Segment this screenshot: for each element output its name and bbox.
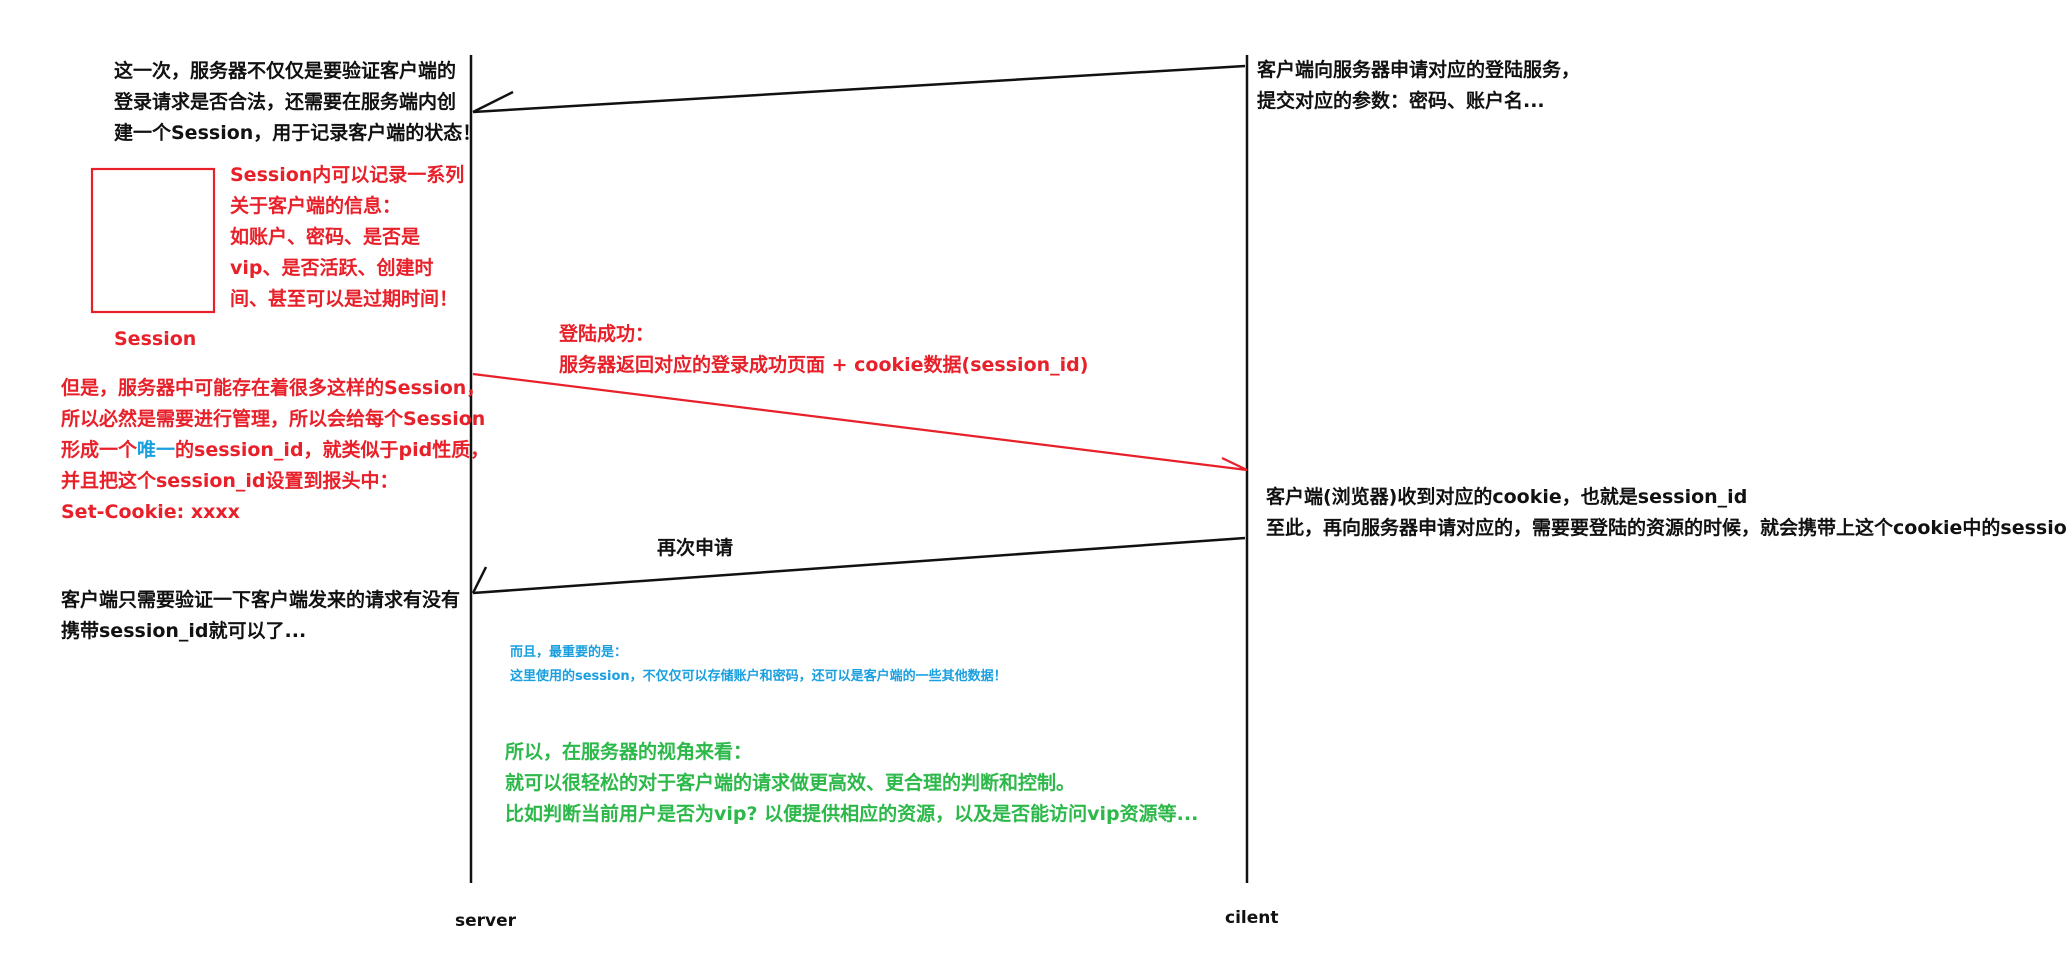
management-note-line: 形成一个唯一的session_id，就类似于pid性质， [61, 435, 489, 466]
blue-note-line: 而且，最重要的是： [510, 645, 628, 660]
session-box-label: Session [114, 328, 197, 350]
client-request-line: 客户端向服务器申请对应的登陆服务， [1257, 59, 1581, 81]
verify-note-line: 客户端只需要验证一下客户端发来的请求有没有 [61, 589, 461, 611]
session-note-line: 间、甚至可以是过期时间！ [230, 288, 459, 310]
client-request-note: 客户端向服务器申请对应的登陆服务， 提交对应的参数：密码、账户名... [1257, 55, 1580, 117]
client-receive-line: 客户端(浏览器)收到对应的cookie，也就是session_id [1266, 486, 1748, 508]
unique-highlight: 唯一 [137, 439, 176, 461]
client-receive-note: 客户端(浏览器)收到对应的cookie，也就是session_id 至此，再向服… [1266, 482, 2067, 544]
session-note-line: vip、是否活跃、创建时 [230, 257, 434, 279]
login-success-label: 登陆成功： 服务器返回对应的登录成功页面 + cookie数据(session_… [559, 319, 1088, 381]
client-request-line: 提交对应的参数：密码、账户名... [1257, 90, 1545, 112]
client-label: cilent [1225, 908, 1279, 928]
green-note-line: 所以，在服务器的视角来看： [505, 741, 753, 763]
login-success-line: 服务器返回对应的登录成功页面 + cookie数据(session_id) [559, 354, 1089, 376]
management-note-text: 的session_id，就类似于pid性质， [175, 439, 490, 461]
again-request-label: 再次申请 [657, 537, 734, 559]
second-request-arrow [471, 536, 1246, 595]
session-management-note: 但是，服务器中可能存在着很多这样的Session， 所以必然是需要进行管理，所以… [61, 373, 489, 528]
verify-note-line: 携带session_id就可以了... [61, 620, 307, 642]
green-note-line: 比如判断当前用户是否为vip? 以便提供相应的资源，以及是否能访问vip资源等.… [505, 803, 1199, 825]
management-note-text: 形成一个 [61, 439, 138, 461]
session-note-line: 如账户、密码、是否是 [230, 226, 421, 248]
management-note-line: 并且把这个session_id设置到报头中： [61, 470, 399, 492]
blue-note: 而且，最重要的是： 这里使用的session，不仅仅可以存储账户和密码，还可以是… [510, 641, 1007, 689]
green-note: 所以，在服务器的视角来看： 就可以很轻松的对于客户端的请求做更高效、更合理的判断… [505, 737, 1198, 830]
server-note-line: 登录请求是否合法，还需要在服务端内创 [114, 91, 457, 113]
login-request-arrow [472, 64, 1246, 114]
client-receive-line: 至此，再向服务器申请对应的，需要要登陆的资源的时候，就会携带上这个cookie中… [1266, 517, 2067, 539]
server-note-line: 这一次，服务器不仅仅是要验证客户端的 [114, 60, 457, 82]
login-success-line: 登陆成功： [559, 323, 655, 345]
session-note-line: 关于客户端的信息： [230, 195, 402, 217]
login-response-arrow [472, 372, 1248, 472]
session-note: Session内可以记录一系列 关于客户端的信息： 如账户、密码、是否是 vip… [230, 160, 464, 315]
session-note-line: Session内可以记录一系列 [230, 164, 465, 186]
server-note-line: 建一个Session，用于记录客户端的状态！ [114, 122, 482, 144]
server-label: server [455, 911, 517, 931]
server-note: 这一次，服务器不仅仅是要验证客户端的 登录请求是否合法，还需要在服务端内创 建一… [114, 56, 481, 149]
management-note-line: 但是，服务器中可能存在着很多这样的Session， [61, 377, 486, 399]
blue-note-line: 这里使用的session，不仅仅可以存储账户和密码，还可以是客户端的一些其他数据… [510, 669, 1007, 684]
management-note-line: 所以必然是需要进行管理，所以会给每个Session [61, 408, 486, 430]
session-box [90, 167, 216, 314]
verify-note: 客户端只需要验证一下客户端发来的请求有没有 携带session_id就可以了..… [61, 585, 460, 647]
management-note-line: Set-Cookie: xxxx [61, 501, 240, 523]
green-note-line: 就可以很轻松的对于客户端的请求做更高效、更合理的判断和控制。 [505, 772, 1076, 794]
